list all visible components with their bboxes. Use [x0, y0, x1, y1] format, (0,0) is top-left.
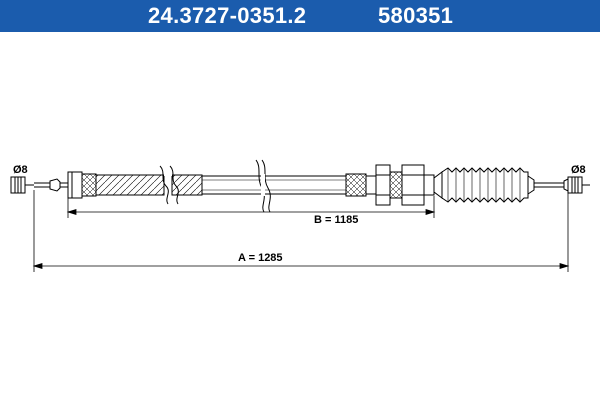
cable-drawing: Ø8 Ø8 B = 1185 A = 1285: [10, 159, 590, 272]
left-end-nipple: [10, 176, 34, 194]
plain-sheath: [201, 159, 347, 213]
dimension-b-label: B = 1185: [314, 214, 358, 226]
adjuster-assembly: [345, 164, 435, 206]
part-number: 24.3727-0351.2: [148, 3, 307, 28]
dimension-a: [32, 190, 570, 272]
bellows-boot: [433, 167, 535, 203]
right-diameter-label: Ø8: [571, 164, 586, 176]
right-inner-cable: [534, 182, 564, 188]
dimension-a-label: A = 1285: [238, 252, 283, 264]
right-end-nipple: [563, 176, 590, 194]
reference-number: 580351: [378, 3, 454, 28]
header-bar: 24.3727-0351.2 580351: [0, 0, 600, 32]
left-diameter-label: Ø8: [13, 164, 28, 176]
left-end-fitting: [67, 171, 97, 199]
left-inner-cable: [34, 178, 68, 192]
conduit-sheath: [95, 165, 203, 205]
dimension-b: [66, 196, 436, 218]
